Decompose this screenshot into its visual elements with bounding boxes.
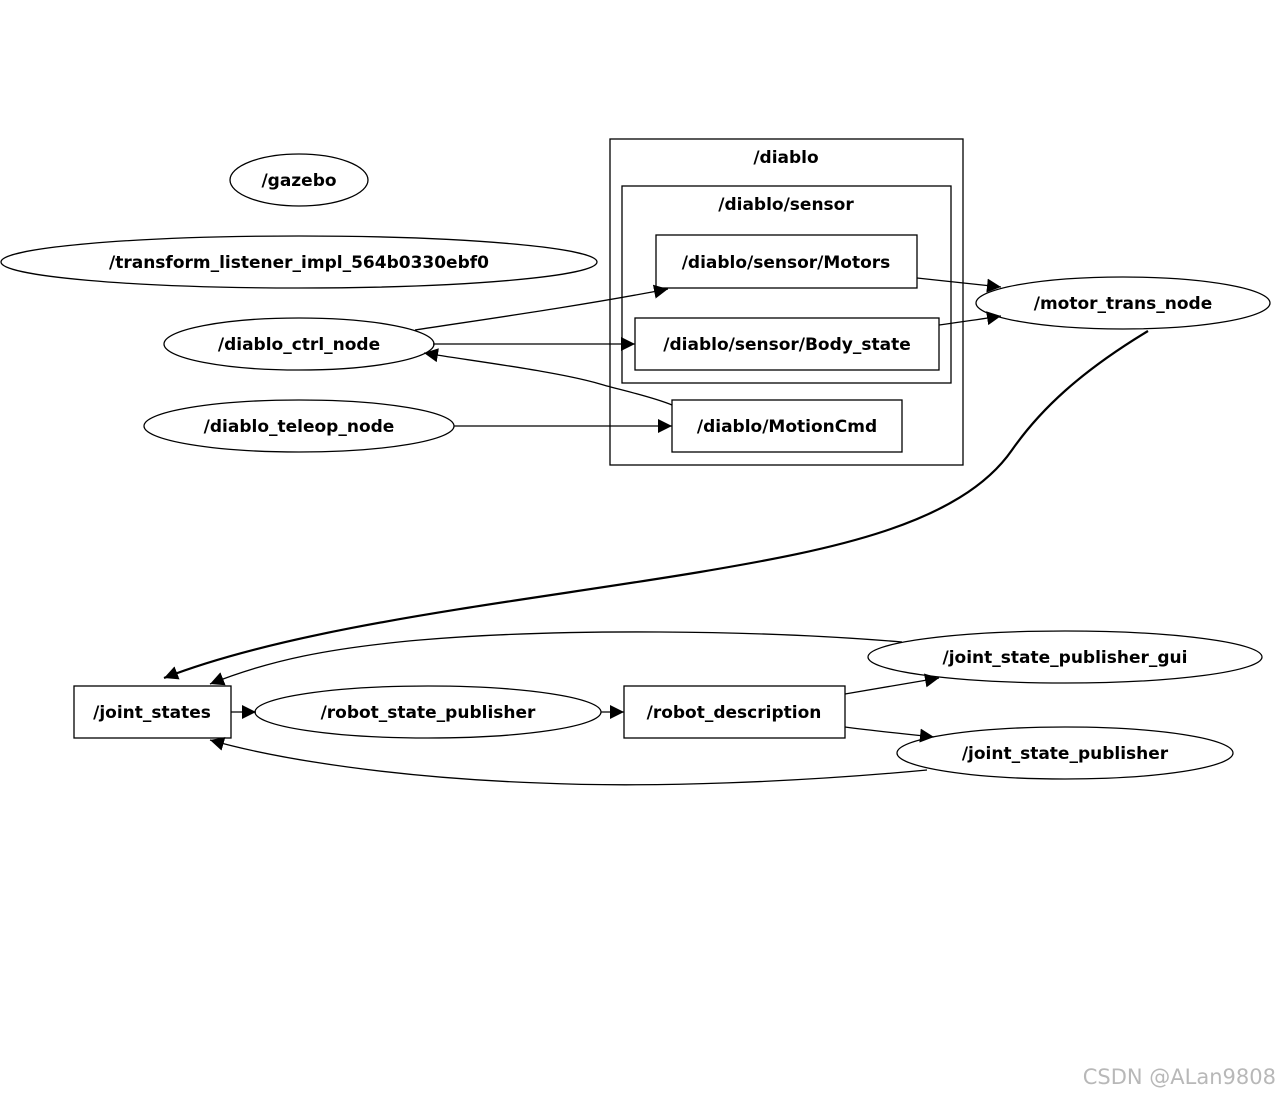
edge-ctrl-to-motors [414,284,669,331]
edges [163,277,1149,786]
node-joint-state-publisher-gui-label: /joint_state_publisher_gui [943,648,1188,668]
edge-body-state-to-motor-trans [938,311,1002,326]
edge-motioncmd-to-ctrl [423,348,673,406]
topic-motion-cmd-label: /diablo/MotionCmd [697,417,877,437]
node-joint-state-publisher-label: /joint_state_publisher [962,744,1169,764]
topic-robot-description-label: /robot_description [647,703,822,723]
node-motor-trans[interactable]: /motor_trans_node [975,276,1271,330]
topic-joint-states[interactable]: /joint_states [73,685,232,739]
node-gazebo[interactable]: /gazebo [229,153,369,207]
topic-body-state-label: /diablo/sensor/Body_state [663,335,910,355]
edge-motors-to-motor-trans [916,277,1002,293]
node-transform-listener-label: /transform_listener_impl_564b0330ebf0 [109,253,489,273]
topic-motors[interactable]: /diablo/sensor/Motors [655,234,918,289]
topic-motors-label: /diablo/sensor/Motors [682,253,891,273]
edge-jsp-gui-to-joint-states [209,631,903,686]
edge-robot-description-to-jsp-gui [844,673,940,695]
topic-motion-cmd[interactable]: /diablo/MotionCmd [671,399,903,453]
cluster-diablo-sensor: /diablo/sensor [621,185,952,384]
topic-robot-description[interactable]: /robot_description [623,685,846,739]
edge-motor-trans-to-joint-states [163,330,1149,680]
topic-body-state[interactable]: /diablo/sensor/Body_state [634,317,940,371]
node-motor-trans-label: /motor_trans_node [1034,294,1212,314]
node-diablo-ctrl[interactable]: /diablo_ctrl_node [163,317,435,371]
node-robot-state-publisher[interactable]: /robot_state_publisher [254,685,602,739]
node-robot-state-publisher-label: /robot_state_publisher [321,703,536,723]
edge-jsp-to-joint-states [209,737,928,786]
node-diablo-teleop-label: /diablo_teleop_node [204,417,395,437]
cluster-diablo-label: /diablo [753,148,818,168]
node-diablo-teleop[interactable]: /diablo_teleop_node [143,399,455,453]
topic-joint-states-label: /joint_states [93,703,211,723]
node-joint-state-publisher[interactable]: /joint_state_publisher [896,726,1234,780]
node-diablo-ctrl-label: /diablo_ctrl_node [218,335,380,355]
cluster-diablo: /diablo [609,138,964,466]
cluster-diablo-sensor-label: /diablo/sensor [718,195,854,215]
watermark: CSDN @ALan9808 [1083,1065,1276,1089]
edge-robot-description-to-jsp [844,726,935,743]
node-gazebo-label: /gazebo [261,171,336,191]
node-joint-state-publisher-gui[interactable]: /joint_state_publisher_gui [867,630,1263,684]
node-transform-listener[interactable]: /transform_listener_impl_564b0330ebf0 [0,235,598,289]
